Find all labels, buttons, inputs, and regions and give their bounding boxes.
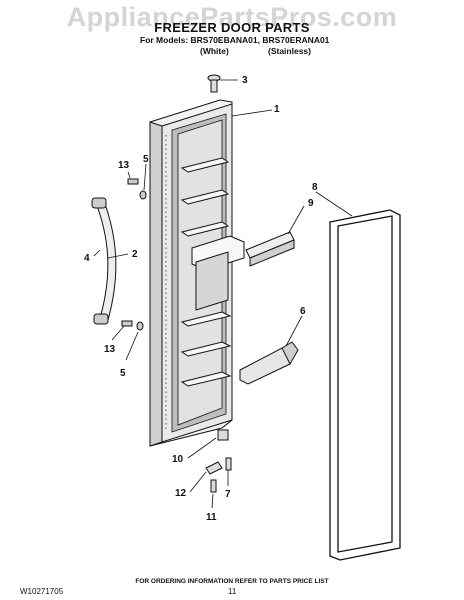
variant-white-label: (White) [200,46,229,56]
callout-4: 4 [84,253,90,264]
handle-screws [121,178,147,331]
callout-13-bottom: 13 [104,344,116,355]
ordering-note: FOR ORDERING INFORMATION REFER TO PARTS … [135,578,329,585]
model-list: For Models: BRS70EBANA01, BRS70ERANA01 [140,35,330,45]
document-number: W10271705 [20,587,64,596]
door-handle [91,197,117,325]
callout-12: 12 [175,488,187,499]
variant-stainless-label: (Stainless) [268,46,311,56]
callout-10: 10 [172,454,184,465]
callout-3: 3 [242,75,248,86]
callout-5-top: 5 [143,154,149,165]
callout-11: 11 [206,512,217,523]
watermark: AppliancePartsPros.com [66,2,398,32]
callout-9: 9 [308,198,314,209]
callout-8: 8 [312,182,318,193]
callout-1: 1 [274,104,280,115]
top-screw [207,74,221,93]
page-title: FREEZER DOOR PARTS [154,20,310,35]
callout-5-bottom: 5 [120,368,126,379]
shelf-retainer [239,341,299,385]
leader-lines [93,79,353,509]
callout-6: 6 [300,306,306,317]
callout-2: 2 [132,249,138,260]
trim-strip [245,231,295,267]
door-gasket [329,209,401,561]
callout-7: 7 [225,489,231,500]
page-number: 11 [228,587,237,596]
bottom-hinge-parts [205,429,232,493]
freezer-door [149,99,245,447]
callout-13-top: 13 [118,160,130,171]
